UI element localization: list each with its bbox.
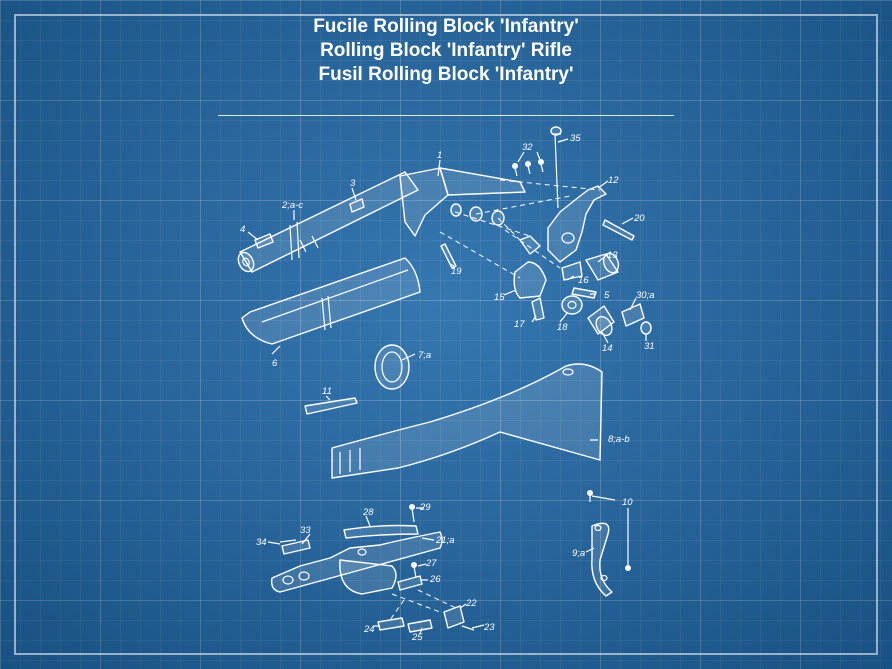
- part-pin-20: [602, 219, 635, 241]
- part-31: [640, 321, 652, 335]
- label-8: 8;a-b: [608, 434, 630, 445]
- part-pin-19: [440, 243, 457, 269]
- label-15: 15: [494, 292, 505, 303]
- part-stock: [331, 363, 603, 479]
- part-cylinder-14: [587, 305, 615, 335]
- part-front-sight: [254, 233, 274, 249]
- label-29: 29: [419, 502, 431, 513]
- title-italian: Fucile Rolling Block 'Infantry': [313, 16, 579, 37]
- label-4: 4: [240, 224, 245, 235]
- label-24: 24: [363, 624, 375, 635]
- label-18: 18: [557, 322, 568, 333]
- part-cylinder-13: [585, 253, 619, 281]
- part-pin-35: [552, 133, 561, 209]
- label-5: 5: [604, 290, 610, 301]
- part-22: [443, 605, 465, 629]
- part-breech-block: [513, 261, 547, 299]
- label-25: 25: [411, 632, 423, 643]
- assembly-lines: [439, 179, 601, 279]
- part-screws-32: [514, 163, 544, 177]
- part-swivel: [591, 522, 613, 597]
- title-english: Rolling Block 'Infantry' Rifle: [320, 40, 572, 61]
- sheet-border: [14, 14, 878, 655]
- part-forend: [241, 257, 421, 345]
- label-2: 2;a-c: [281, 200, 303, 211]
- label-32: 32: [522, 142, 533, 153]
- part-hammer: [547, 185, 607, 263]
- part-27: [413, 565, 417, 579]
- part-screw-29: [411, 507, 415, 523]
- part-23: [461, 625, 475, 631]
- part-30: [621, 303, 645, 327]
- trigger-assembly-lines: [389, 589, 457, 621]
- part-33: [281, 539, 311, 555]
- part-28: [343, 524, 419, 539]
- title-block: Fucile Rolling Block 'Infantry' Rolling …: [0, 15, 892, 87]
- label-35: 35: [570, 133, 581, 144]
- label-33: 33: [300, 525, 311, 536]
- label-28: 28: [362, 507, 374, 518]
- label-30: 30;a: [636, 290, 655, 301]
- part-25: [407, 619, 433, 633]
- label-12: 12: [608, 175, 619, 186]
- part-26: [397, 575, 423, 591]
- part-18: [561, 295, 583, 315]
- label-31: 31: [644, 341, 655, 352]
- leader-lines: [247, 138, 647, 635]
- part-rear-sight: [349, 198, 365, 213]
- label-11: 11: [322, 386, 332, 397]
- part-barrel-band: [289, 221, 300, 261]
- part-5: [571, 287, 597, 299]
- part-band-ring: [374, 344, 410, 390]
- label-3: 3: [350, 178, 356, 189]
- label-13: 13: [607, 250, 618, 261]
- part-ramrod: [304, 397, 358, 415]
- part-trigger-guard: [270, 531, 443, 595]
- label-7: 7;a: [418, 350, 431, 361]
- label-14: 14: [602, 343, 613, 354]
- label-23: 23: [483, 622, 495, 633]
- label-19: 19: [451, 266, 462, 277]
- label-21: 21;a: [435, 535, 455, 546]
- label-27: 27: [425, 558, 437, 569]
- label-1: 1: [437, 150, 442, 161]
- label-26: 26: [429, 574, 441, 585]
- title-french: Fusil Rolling Block 'Infantry': [318, 64, 574, 85]
- part-labels: 1 2;a-c 3 4 5 6 7;a 8;a-b 9;a 10 11 12 1…: [240, 133, 655, 643]
- label-10: 10: [622, 497, 633, 508]
- part-17: [531, 297, 545, 321]
- label-20: 20: [633, 213, 645, 224]
- label-6: 6: [272, 358, 278, 369]
- label-16: 16: [578, 275, 589, 286]
- label-9: 9;a: [572, 548, 585, 559]
- label-22: 22: [465, 598, 477, 609]
- part-barrel-receiver: [237, 167, 526, 273]
- part-24: [377, 617, 405, 631]
- label-34: 34: [256, 537, 267, 548]
- part-16: [561, 261, 583, 281]
- title-rule: [218, 115, 674, 116]
- part-screw-34: [279, 539, 297, 543]
- label-17: 17: [514, 319, 525, 330]
